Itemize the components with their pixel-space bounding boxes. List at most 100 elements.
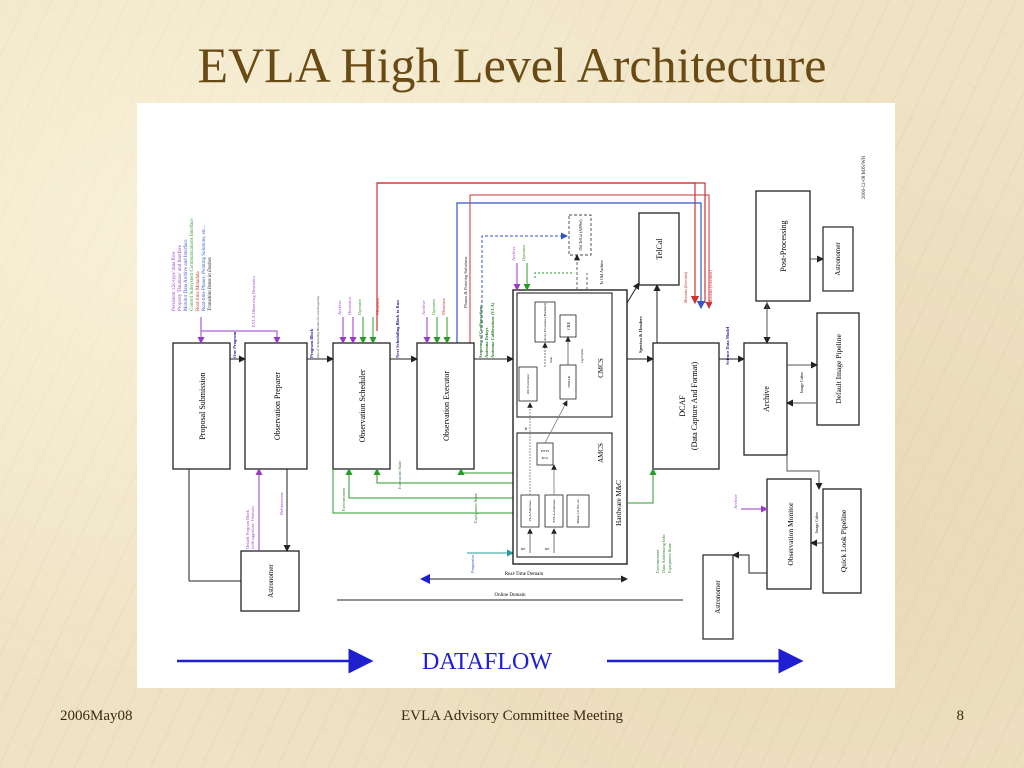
archive-a-label: Archive — [337, 301, 342, 316]
master-lo-box[interactable] — [566, 494, 590, 528]
equipment-state-label: Equipment State — [473, 493, 478, 523]
science-data-model-label: Science Data Model — [725, 326, 730, 365]
evla-heuristics-label: EVLA Observing Heuristics — [251, 276, 256, 327]
operator-a-label: Operator — [357, 299, 362, 315]
archive-to-qlp-arrow — [786, 455, 823, 490]
execution-state-line — [373, 468, 513, 484]
observation-scheduler-box[interactable] — [332, 342, 391, 470]
heuristics-label: Heuristics — [347, 297, 352, 315]
proposal-submission-box[interactable] — [172, 342, 231, 470]
widar-label: WIDAR — [567, 375, 571, 388]
legend: Persistent 'c2c-type' data flow Property… — [172, 218, 213, 311]
array-processor-box[interactable] — [534, 301, 556, 343]
archive-monitor-label: Archive — [733, 495, 738, 510]
rcvr-label: Rcvr — [542, 456, 550, 460]
slide-title: EVLA High Level Architecture — [197, 37, 827, 93]
astronomer-left-box[interactable] — [240, 550, 300, 612]
legend-line-1: Persistent 'c2c-type' data flow — [172, 251, 177, 311]
state-label: State — [549, 356, 553, 363]
amcs-label: AMCS — [597, 443, 605, 463]
equipment-state-2-label: Equipment State — [667, 543, 672, 573]
default-image-pipeline-label: Default Image Pipeline — [834, 334, 843, 404]
astronomer-right-top-box[interactable] — [822, 226, 854, 292]
phases-pointing-label: Phases & Pointing Solutions — [463, 256, 468, 308]
next-sb-label: Next Scheduling Block to Run — [395, 300, 400, 358]
antenna-cal-label: Antenna Calibrations (VLA) — [490, 302, 495, 358]
default-pb-sub-label: (with suggestions - Heuristic) — [251, 506, 255, 549]
online-domain-label: Online Domain — [495, 593, 526, 598]
telcal-box[interactable] — [638, 212, 680, 286]
dataflow-label: DATAFLOW — [422, 649, 552, 675]
program-block-label: Program Block — [309, 328, 314, 358]
proposal-submission-label: Proposal Submission — [198, 372, 207, 439]
post-processing-box[interactable] — [755, 190, 811, 302]
astronomer-left-label: Astronomer — [267, 564, 275, 598]
array-processor-label: Array Processor (Backend) — [543, 302, 547, 341]
env-loop-line — [332, 469, 513, 514]
execution-state-label: Execution State — [397, 461, 402, 489]
legend-line-3: Monitor Data Archive and Interface — [184, 239, 189, 311]
legend-line-5: Real-time Metadata — [196, 271, 201, 311]
one-program-label: One Program — [232, 331, 237, 358]
observation-preparer-box[interactable] — [244, 342, 308, 470]
legend-line-6: Real-time Phases, Pointing Solutions, et… — [202, 225, 207, 311]
environment-2-label: Environment — [655, 549, 660, 573]
dcaf-box[interactable] — [652, 342, 720, 470]
metadata-scheduler-line-b — [377, 182, 706, 303]
vla-antennas-label: VLA Antennas — [528, 500, 532, 522]
cbe-label: CBE — [566, 322, 571, 330]
observation-monitor-box[interactable] — [766, 478, 812, 590]
observation-preparer-label: Observation Preparer — [273, 372, 282, 441]
quick-look-pipeline-box[interactable] — [822, 488, 862, 594]
dashed-telcal-line — [481, 232, 568, 343]
observation-scheduler-label: Observation Scheduler — [358, 369, 367, 442]
dcaf-label: DCAF — [678, 395, 687, 417]
phases-pointing-line — [456, 202, 706, 343]
footer-date: 2006May08 — [60, 708, 133, 724]
astronomer-bottom-box[interactable] — [702, 554, 734, 640]
metadata-b-label: Metadata — [441, 298, 446, 315]
spectra-headers-label: Spectra & Headers — [638, 316, 643, 353]
architecture-diagram-panel: Persistent 'c2c-type' data flow Property… — [137, 103, 895, 688]
properties-label: Properties — [470, 555, 475, 573]
doc-stamp: 2006-12-08 MJS/WH — [862, 155, 867, 199]
hardware-mc-label: Hardware M&C — [615, 480, 623, 526]
refinements-label: Refinements — [279, 492, 284, 515]
observation-executor-label: Observation Executor — [442, 371, 451, 441]
architecture-diagram: Persistent 'c2c-type' data flow Property… — [172, 155, 867, 675]
heuristics-input-arrow — [201, 330, 281, 344]
env-to-dcaf-arrow — [627, 468, 657, 504]
legend-line-4: Control Subsystem Communications Interfa… — [190, 218, 195, 311]
environment-1-label: Environment — [341, 487, 346, 511]
data-addressing-label: Data Addressing Info — [661, 534, 666, 573]
archive-label: Archive — [762, 386, 771, 412]
default-program-block-label: Default Program Block — [245, 509, 250, 549]
operator-b-label: Operator — [431, 299, 436, 315]
equipment-state-line — [457, 468, 513, 475]
old-correlator-label: Old Correlator — [526, 373, 530, 394]
environment-line-1 — [345, 468, 513, 499]
footer-page-number: 8 — [956, 708, 965, 724]
legend-line-7: Transition Items in Dashes — [208, 257, 213, 311]
program-block-sub-label: (Set of Scheduling Blocks for one Progra… — [316, 296, 320, 358]
metadata-a-label: Metadata — [375, 298, 380, 315]
if-label: IF — [524, 427, 528, 430]
evla-antennas-label: EVLA Antennas — [552, 499, 556, 523]
lag-frames-label: Lag Frames — [580, 348, 584, 363]
rf2-label: RF — [545, 547, 549, 551]
default-image-pipeline-box[interactable] — [816, 312, 860, 426]
legend-line-2: Property 'Database' and Interface — [178, 244, 183, 311]
archive-box[interactable] — [743, 342, 788, 456]
archive-c-label: Archive — [511, 247, 516, 262]
telcal-label: TelCal — [655, 238, 664, 260]
old-correlator-box[interactable] — [518, 366, 538, 402]
image-cubes-1-label: Image Cubes — [799, 372, 804, 393]
to-old-archive-label: To Old Archive — [599, 260, 604, 285]
fots-label: FOTS — [541, 449, 550, 453]
image-cubes-2-label: Image Cubes — [814, 512, 819, 533]
fots-box[interactable] — [536, 442, 554, 466]
master-lo-label: Master LO Wx, etc. — [576, 498, 581, 524]
metadata-scheduler-label: Metadata (Scheduler) — [709, 269, 713, 303]
old-telcal-label: Old TelCal (AIPSel) — [579, 219, 583, 251]
observation-monitor-label: Observation Monitor — [786, 502, 795, 566]
